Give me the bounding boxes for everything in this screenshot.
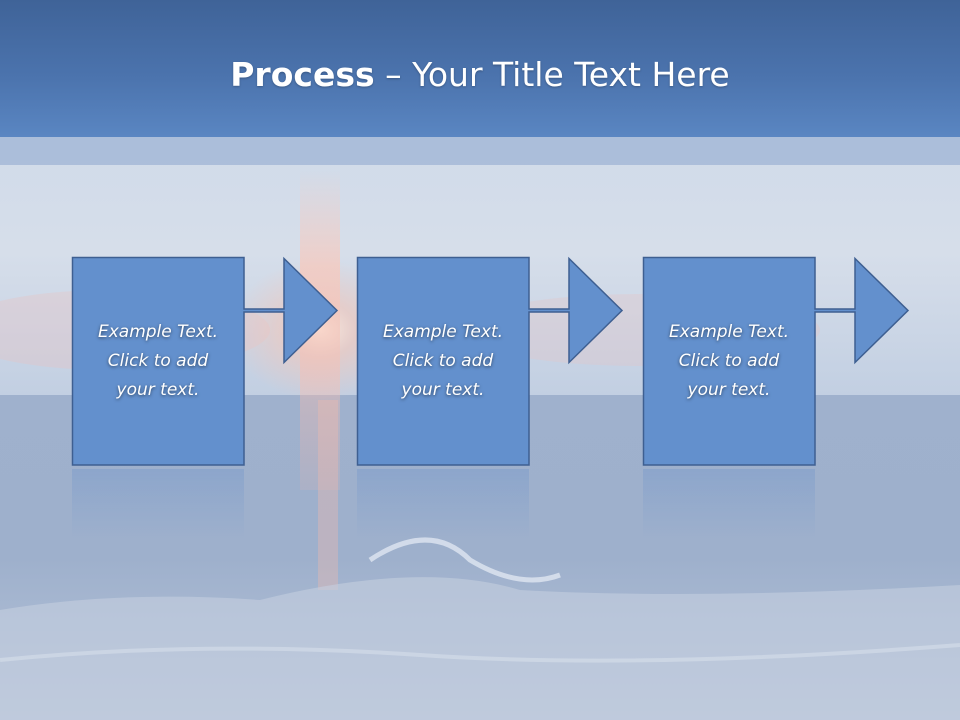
process-step-3[interactable]: Example Text. Click to add your text. (642, 256, 910, 467)
process-step-1[interactable]: Example Text. Click to add your text. (71, 256, 339, 467)
title-rest-text: – Your Title Text Here (374, 55, 730, 94)
title-underline-strip (0, 137, 960, 165)
process-step-text: Example Text. Click to add your text. (382, 321, 504, 400)
title-bold-word: Process (230, 55, 375, 94)
process-step-arrow-shape (642, 256, 910, 466)
process-step-text: Example Text. Click to add your text. (668, 321, 790, 400)
process-step-arrow-shape (71, 256, 339, 466)
process-step-text: Example Text. Click to add your text. (97, 321, 219, 400)
title-bar (0, 0, 960, 137)
process-step-2[interactable]: Example Text. Click to add your text. (356, 256, 624, 467)
process-step-arrow-shape (356, 256, 624, 466)
slide-title[interactable]: Process – Your Title Text Here (0, 50, 960, 100)
